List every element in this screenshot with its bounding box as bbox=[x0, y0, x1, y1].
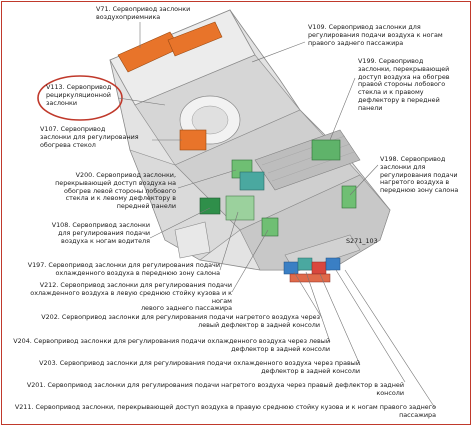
label-v113: V113. Сервопривод рециркуляционной засло… bbox=[46, 83, 112, 107]
label-v197: V197. Сервопривод заслонки для регулиров… bbox=[27, 261, 220, 277]
label-v200: V200. Сервопривод заслонки, перекрывающе… bbox=[55, 171, 176, 211]
highlight-ellipse bbox=[37, 75, 123, 121]
label-v71: V71. Сервопривод заслонки воздухоприемни… bbox=[96, 5, 191, 21]
label-v202: V202. Сервопривод заслонки для регулиров… bbox=[41, 313, 320, 329]
servo-v198 bbox=[341, 185, 357, 209]
servo-v199 bbox=[311, 139, 341, 161]
label-v201: V201. Сервопривод заслонки для регулиров… bbox=[26, 381, 404, 397]
servo-rear-group bbox=[283, 257, 341, 283]
label-v203: V203. Сервопривод заслонки для регулиров… bbox=[39, 359, 360, 375]
servo-v197 bbox=[225, 195, 255, 221]
servo-v71 bbox=[117, 21, 223, 73]
servo-v200b bbox=[239, 171, 265, 191]
servo-v108 bbox=[199, 197, 221, 215]
label-v198: V198. Сервопривод заслонки для регулиров… bbox=[380, 155, 459, 195]
servo-v107 bbox=[179, 129, 207, 151]
label-v211: V211. Сервопривод заслонки, перекрывающе… bbox=[14, 403, 436, 419]
label-v212: V212. Сервопривод заслонки для регулиров… bbox=[30, 281, 232, 313]
label-v204: V204. Сервопривод заслонки для регулиров… bbox=[13, 337, 330, 353]
label-v108: V108. Сервопривод заслонки для регулиров… bbox=[51, 221, 150, 245]
label-v199: V199. Сервопривод заслонки, перекрывающе… bbox=[358, 57, 450, 112]
servo-v212 bbox=[261, 217, 279, 237]
label-v109: V109. Сервопривод заслонки для регулиров… bbox=[308, 23, 443, 47]
leader-lines bbox=[117, 22, 436, 409]
label-v107: V107. Сервопривод заслонки для регулиров… bbox=[40, 125, 139, 149]
diagram-id: S271_103 bbox=[346, 237, 378, 245]
